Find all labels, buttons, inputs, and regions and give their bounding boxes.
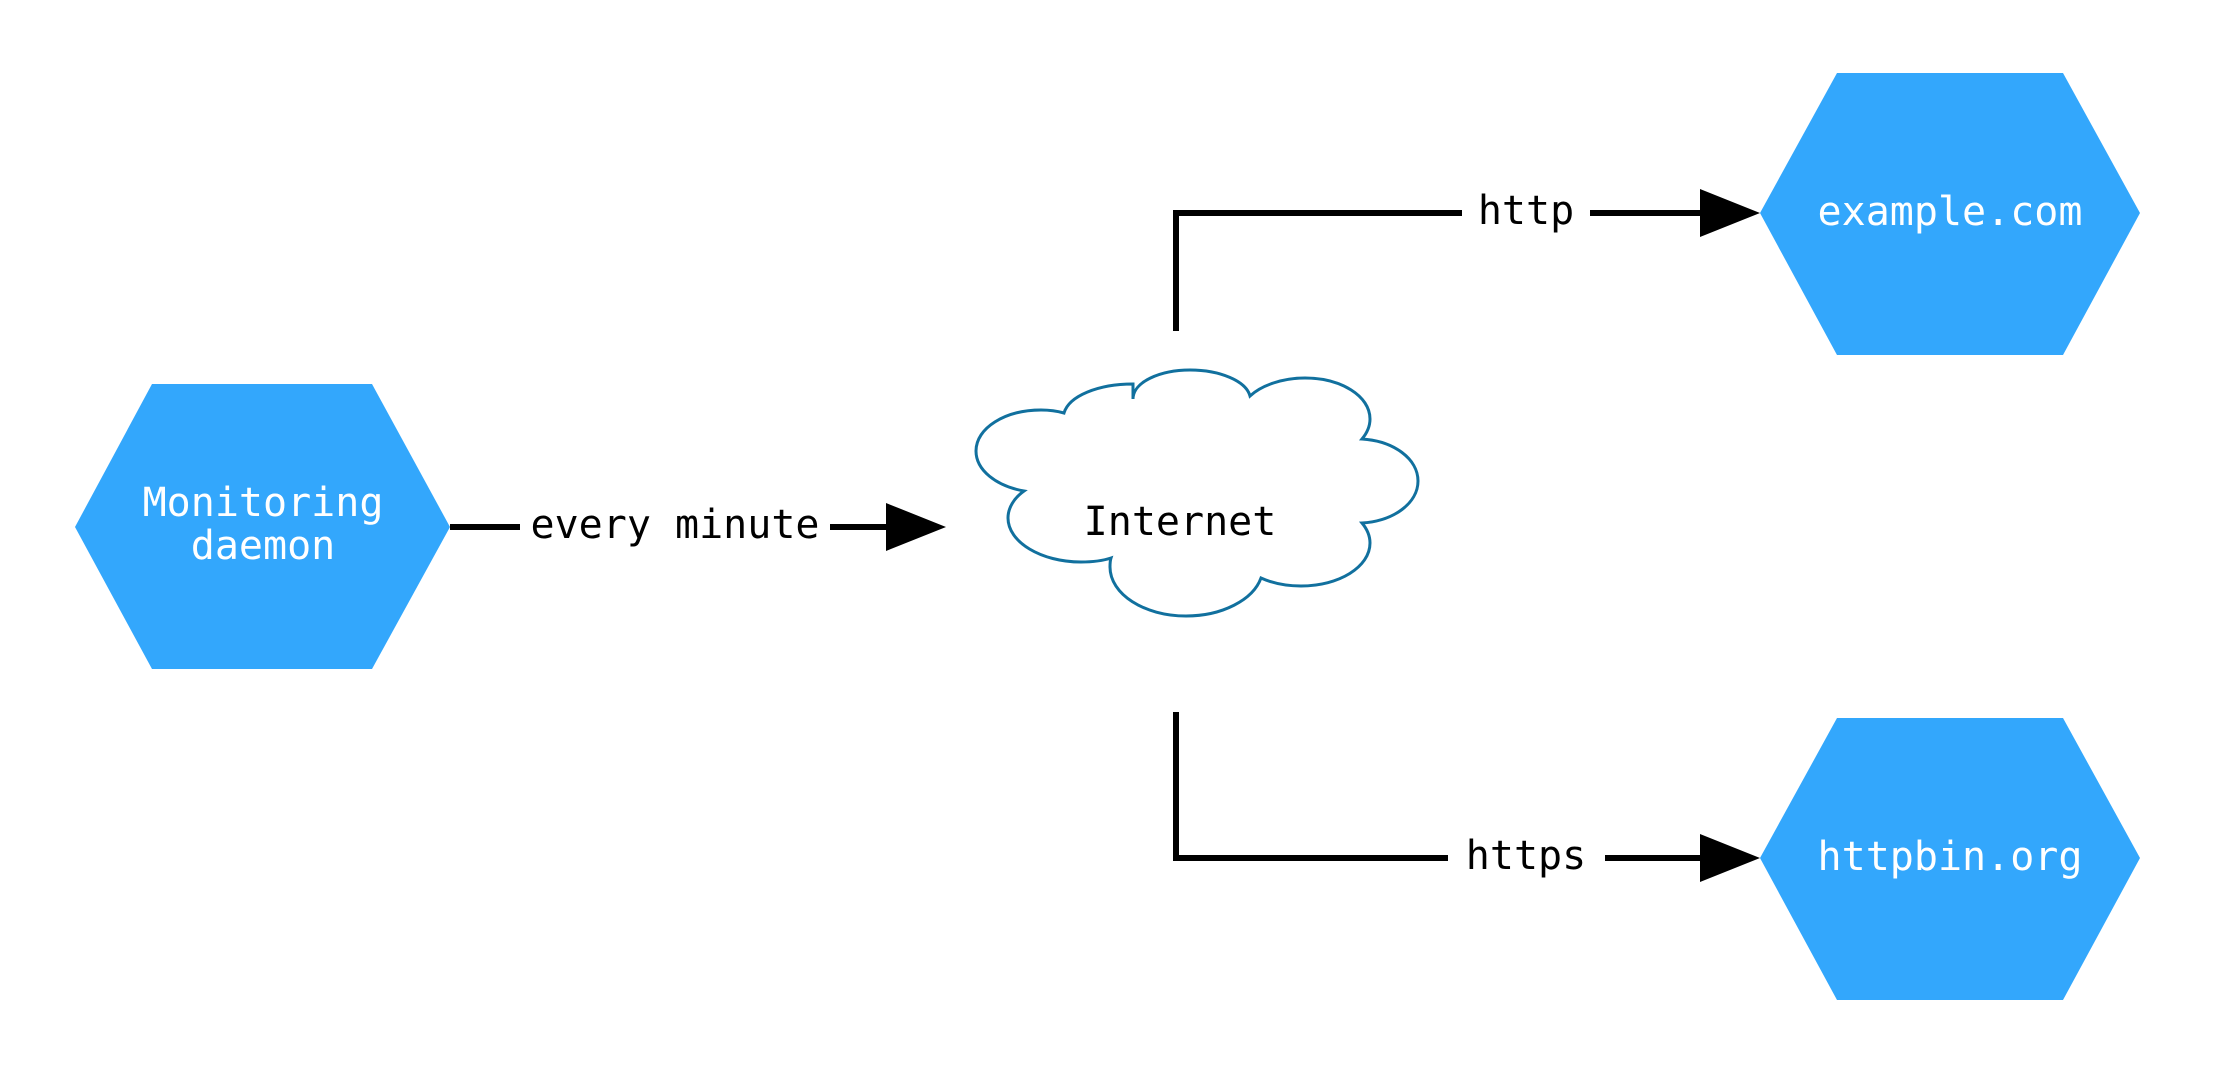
- node-label-internet: Internet: [1084, 499, 1277, 545]
- edge-path-internet-to-example: [1173, 210, 1462, 331]
- node-label-monitoring-daemon-line2: daemon: [191, 523, 336, 569]
- node-label-httpbin-org: httpbin.org: [1818, 834, 2083, 880]
- node-internet[interactable]: Internet: [974, 368, 1420, 618]
- node-label-monitoring-daemon-line1: Monitoring: [143, 480, 384, 526]
- node-label-example-com: example.com: [1818, 189, 2083, 235]
- hexagon-shape-httpbin-org: [1760, 718, 2140, 1000]
- node-example-com[interactable]: example.com: [1760, 73, 2140, 355]
- node-httpbin-org[interactable]: httpbin.org: [1760, 718, 2140, 1000]
- edge-path-internet-to-httpbin: [1173, 712, 1448, 861]
- cloud-shape-internet: [974, 368, 1420, 618]
- edge-label-every-minute: every minute: [531, 502, 820, 548]
- hexagon-shape-example-com: [1760, 73, 2140, 355]
- edge-internet-to-example[interactable]: http: [1173, 188, 1760, 331]
- edge-internet-to-httpbin[interactable]: https: [1173, 712, 1760, 882]
- hexagon-shape-monitoring-daemon: [75, 384, 450, 669]
- arrow-head-icon-internet-to-example: [1700, 189, 1760, 237]
- node-monitoring-daemon[interactable]: Monitoring daemon: [75, 384, 450, 669]
- edge-daemon-to-internet[interactable]: every minute: [450, 502, 946, 551]
- edge-label-http: http: [1478, 188, 1574, 234]
- arrow-head-icon-daemon-to-internet: [886, 503, 946, 551]
- edge-label-https: https: [1466, 833, 1586, 879]
- arrow-head-icon-internet-to-httpbin: [1700, 834, 1760, 882]
